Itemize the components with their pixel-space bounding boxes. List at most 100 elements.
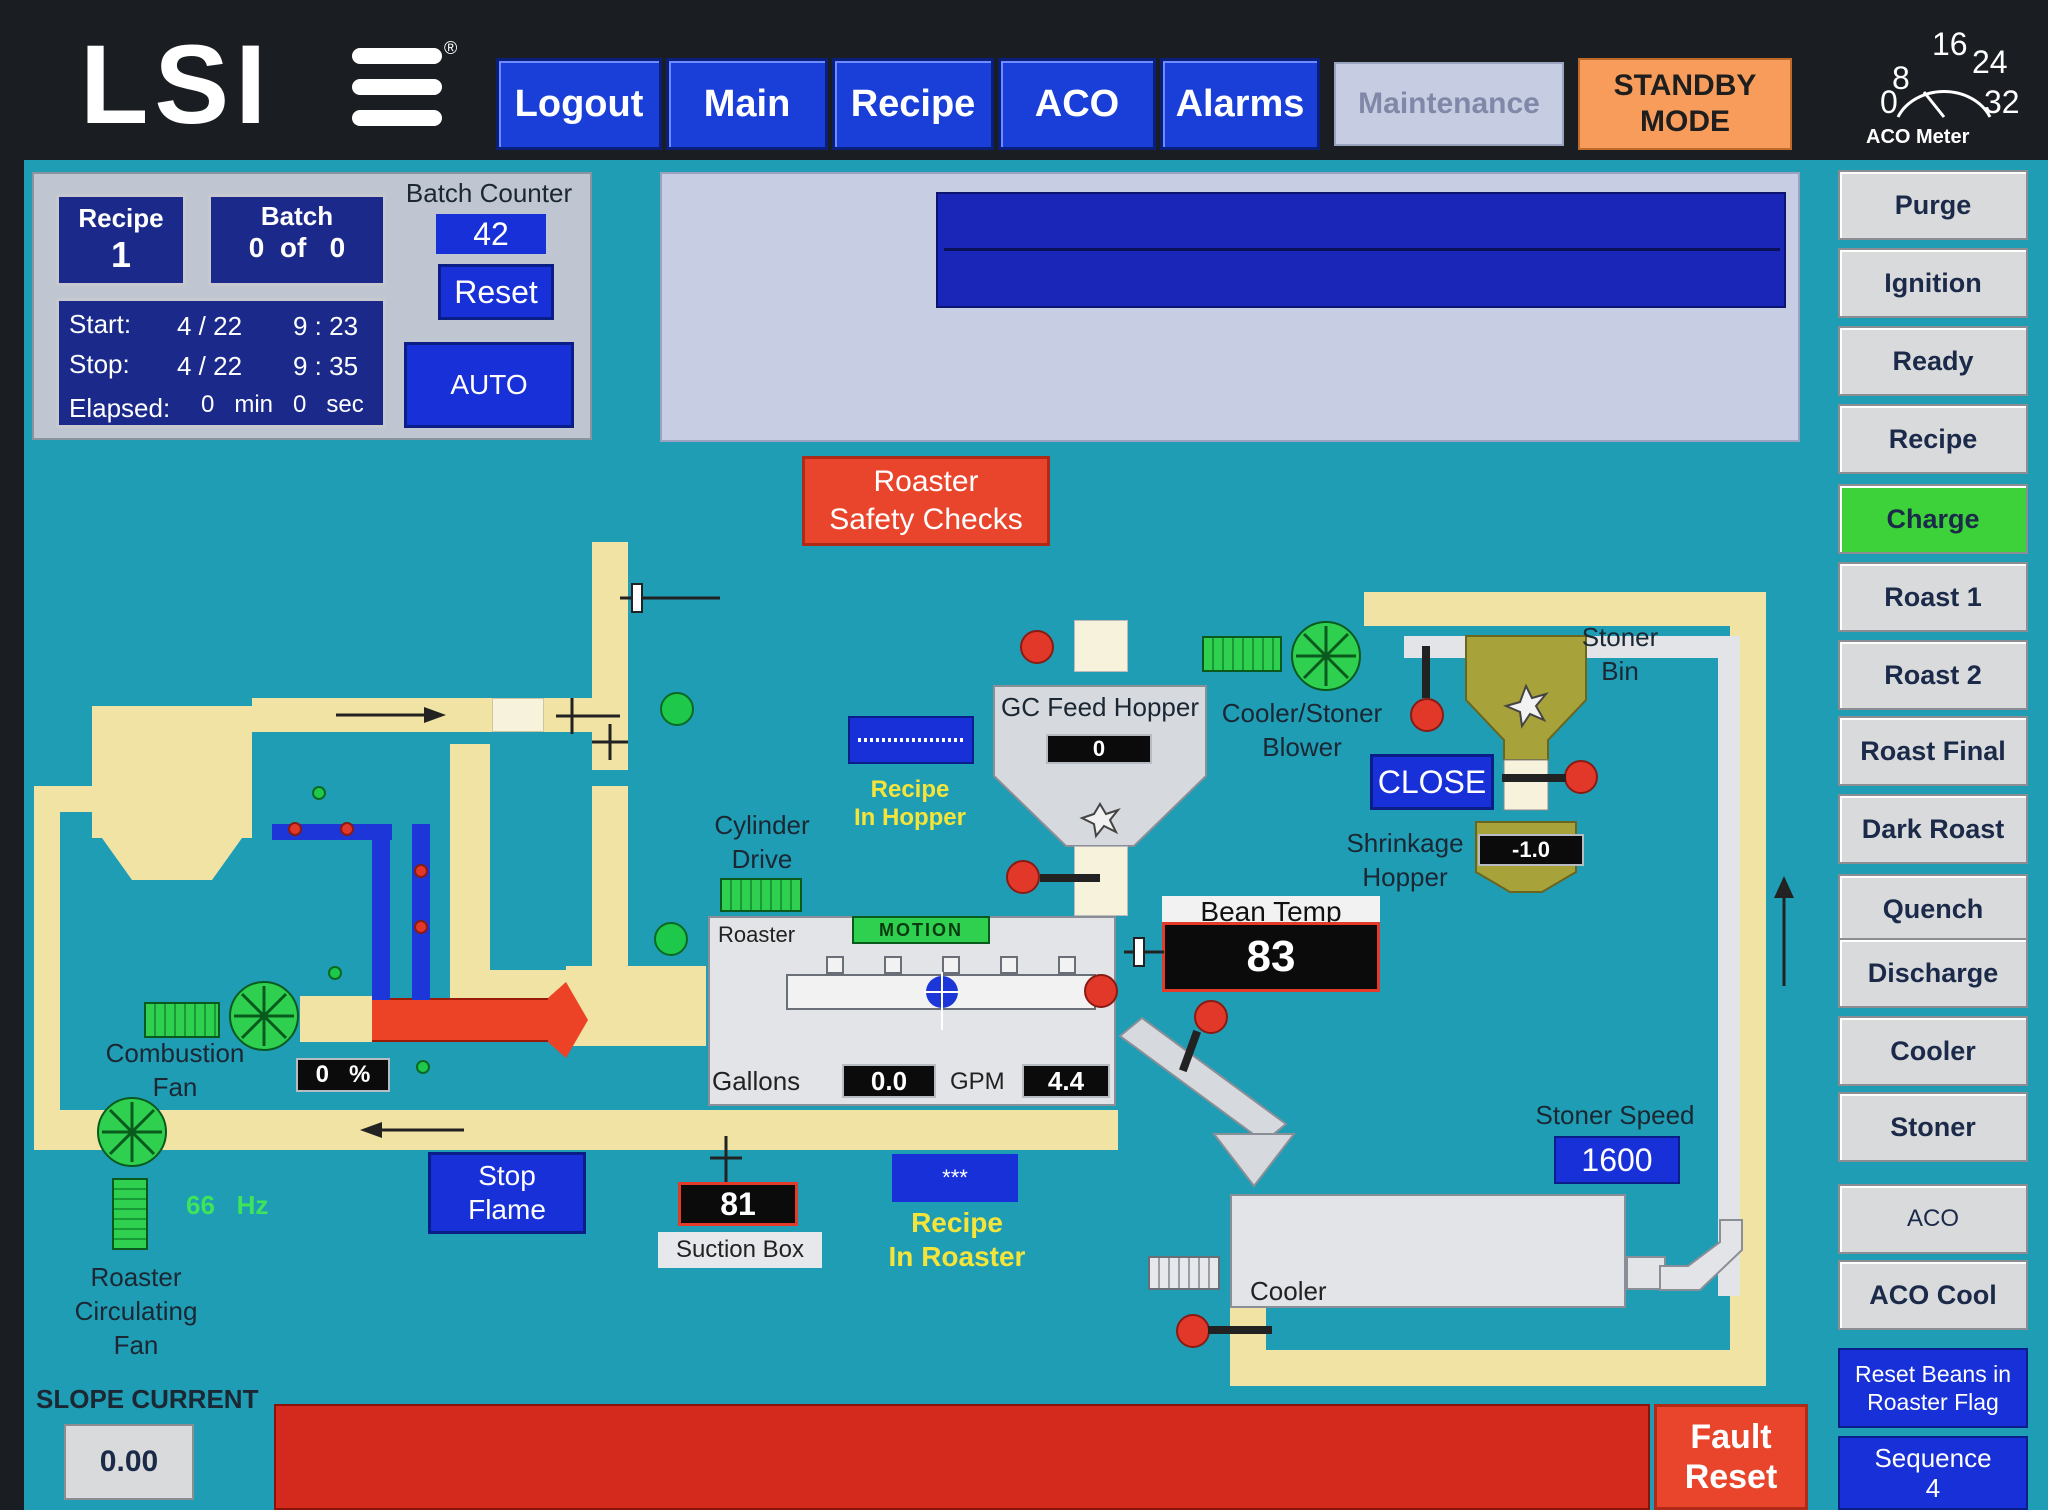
sidebar-stoner[interactable]: Stoner <box>1838 1092 2028 1162</box>
batch-reset-button[interactable]: Reset <box>438 264 554 320</box>
gas-valve-1 <box>288 822 302 836</box>
maintenance-button[interactable]: Maintenance <box>1334 62 1564 146</box>
cooler-discharge-valve <box>1176 1314 1210 1348</box>
bean-temp-display: 83 <box>1162 922 1380 992</box>
gc-feed-hopper-body <box>993 685 1207 847</box>
sidebar-dark-roast[interactable]: Dark Roast <box>1838 794 2028 864</box>
stoner-bin-label: Stoner Bin <box>1581 622 1659 686</box>
batch-times-box: Start: 4 / 22 9 : 23 Stop: 4 / 22 9 : 35… <box>56 298 386 428</box>
motion-indicator: MOTION <box>852 916 990 944</box>
discharge-door-valve <box>1194 1000 1228 1034</box>
auto-mode-button[interactable]: AUTO <box>404 342 574 428</box>
sidebar-roast-2[interactable]: Roast 2 <box>1838 640 2028 710</box>
pilot-indicator <box>312 786 326 800</box>
alarms-button[interactable]: Alarms <box>1160 58 1320 150</box>
hz-display: 66 Hz <box>186 1190 269 1220</box>
stack-indicator <box>660 692 694 726</box>
aco-meter-gauge-icon <box>1896 89 1992 118</box>
sidebar-discharge[interactable]: Discharge <box>1838 938 2028 1008</box>
aco-meter: 0 8 16 24 32 ACO Meter <box>1860 22 2040 152</box>
shrinkage-gate-arm <box>1502 774 1566 782</box>
sidebar-purge[interactable]: Purge <box>1838 170 2028 240</box>
aco-meter-tick-8: 8 <box>1892 60 1910 96</box>
sidebar-ignition[interactable]: Ignition <box>1838 248 2028 318</box>
gallons-label: Gallons <box>712 1066 801 1096</box>
batch-box-label: Batch <box>260 201 334 231</box>
shrinkage-hopper-label: Shrinkage Hopper <box>1346 828 1464 892</box>
gas-line-blue-right <box>412 824 430 1000</box>
close-button[interactable]: CLOSE <box>1370 754 1494 810</box>
logo-text: LSI <box>80 22 273 147</box>
cyclone-hopper <box>92 824 252 880</box>
stoner-bin-valve <box>1410 698 1444 732</box>
stoner-speed-display[interactable]: 1600 <box>1554 1136 1680 1184</box>
left-duct-top <box>34 786 94 812</box>
gc-feed-gate-arm <box>1040 874 1100 882</box>
aco-meter-tick-16: 16 <box>1932 26 1968 62</box>
combustion-fan-icon <box>229 981 299 1051</box>
sidebar-aco-cool[interactable]: ACO Cool <box>1838 1260 2028 1330</box>
flow-arrow-icon <box>336 707 446 723</box>
sidebar-ready[interactable]: Ready <box>1838 326 2028 396</box>
batch-counter-label: Batch Counter <box>405 178 573 208</box>
main-button[interactable]: Main <box>666 58 828 150</box>
shrinkage-gate-valve <box>1564 760 1598 794</box>
sidebar-cooler[interactable]: Cooler <box>1838 1016 2028 1086</box>
burner-flame-tip-icon <box>548 982 588 1058</box>
lsi-logo: LSI ® <box>80 22 457 147</box>
drum-paddle-5 <box>1058 956 1076 974</box>
gc-feed-inlet <box>1074 620 1128 672</box>
roaster-label: Roaster <box>718 922 796 947</box>
cooler-body <box>1230 1194 1626 1308</box>
sidebar-aco[interactable]: ACO <box>1838 1184 2028 1254</box>
elapsed-label: Elapsed: <box>69 393 171 423</box>
reset-beans-flag-button[interactable]: Reset Beans in Roaster Flag <box>1838 1348 2028 1428</box>
stop-date: 4 / 22 <box>177 351 243 381</box>
stop-time: 9 : 35 <box>293 351 359 381</box>
cooler-stoner-blower-motor-icon <box>1202 636 1282 672</box>
return-arrow-icon <box>360 1122 464 1138</box>
sidebar-roast-1[interactable]: Roast 1 <box>1838 562 2028 632</box>
cooler-stoner-blower-icon <box>1291 621 1361 691</box>
stoner-speed-label: Stoner Speed <box>1535 1100 1695 1130</box>
registered-icon: ® <box>444 38 458 58</box>
aco-meter-label: ACO Meter <box>1866 126 1970 148</box>
recipe-in-roaster-display: *** <box>892 1154 1018 1202</box>
stop-label: Stop: <box>69 349 130 379</box>
circulating-fan-motor-icon <box>112 1178 148 1250</box>
gallons-display: 0.0 <box>842 1064 936 1098</box>
gpm-display: 4.4 <box>1022 1064 1110 1098</box>
start-label: Start: <box>69 309 132 339</box>
batch-counter-value: 42 <box>436 214 546 254</box>
stop-flame-button[interactable]: Stop Flame <box>428 1152 586 1234</box>
suction-box-damper-icon <box>710 1136 742 1182</box>
cooler-label: Cooler <box>1250 1276 1327 1306</box>
sidebar-quench[interactable]: Quench <box>1838 874 2028 944</box>
stack-damper-icon <box>620 583 720 613</box>
logout-button[interactable]: Logout <box>496 58 662 150</box>
combustion-fan-motor-icon <box>144 1002 220 1038</box>
roaster-safety-checks-button[interactable]: Roaster Safety Checks <box>802 456 1050 546</box>
gpm-label: GPM <box>950 1068 1005 1095</box>
aco-meter-tick-24: 24 <box>1972 44 2008 80</box>
cylinder-drive-motor-icon <box>720 878 802 912</box>
stoner-return-vertical <box>1718 636 1740 1296</box>
fault-reset-button[interactable]: Fault Reset <box>1654 1404 1808 1510</box>
sidebar-roast-final[interactable]: Roast Final <box>1838 716 2028 786</box>
drum-paddle-1 <box>826 956 844 974</box>
elapsed-value: 0 min 0 sec <box>201 391 364 418</box>
sidebar-charge[interactable]: Charge <box>1838 484 2028 554</box>
recipe-box-value: 1 <box>110 234 132 275</box>
standby-mode-button[interactable]: STANDBY MODE <box>1578 58 1792 150</box>
aco-meter-tick-0: 0 <box>1880 84 1898 120</box>
recipe-nav-button[interactable]: Recipe <box>832 58 994 150</box>
sidebar-recipe[interactable]: Recipe <box>1838 404 2028 474</box>
sequence-display: Sequence 4 <box>1838 1436 2028 1510</box>
alarm-banner <box>274 1404 1650 1510</box>
flame-indicator <box>416 1060 430 1074</box>
recipe-in-hopper-display <box>848 716 974 764</box>
cylinder-drive-label: Cylinder Drive <box>714 810 810 874</box>
aco-nav-button[interactable]: ACO <box>998 58 1156 150</box>
start-time: 9 : 23 <box>293 311 359 341</box>
